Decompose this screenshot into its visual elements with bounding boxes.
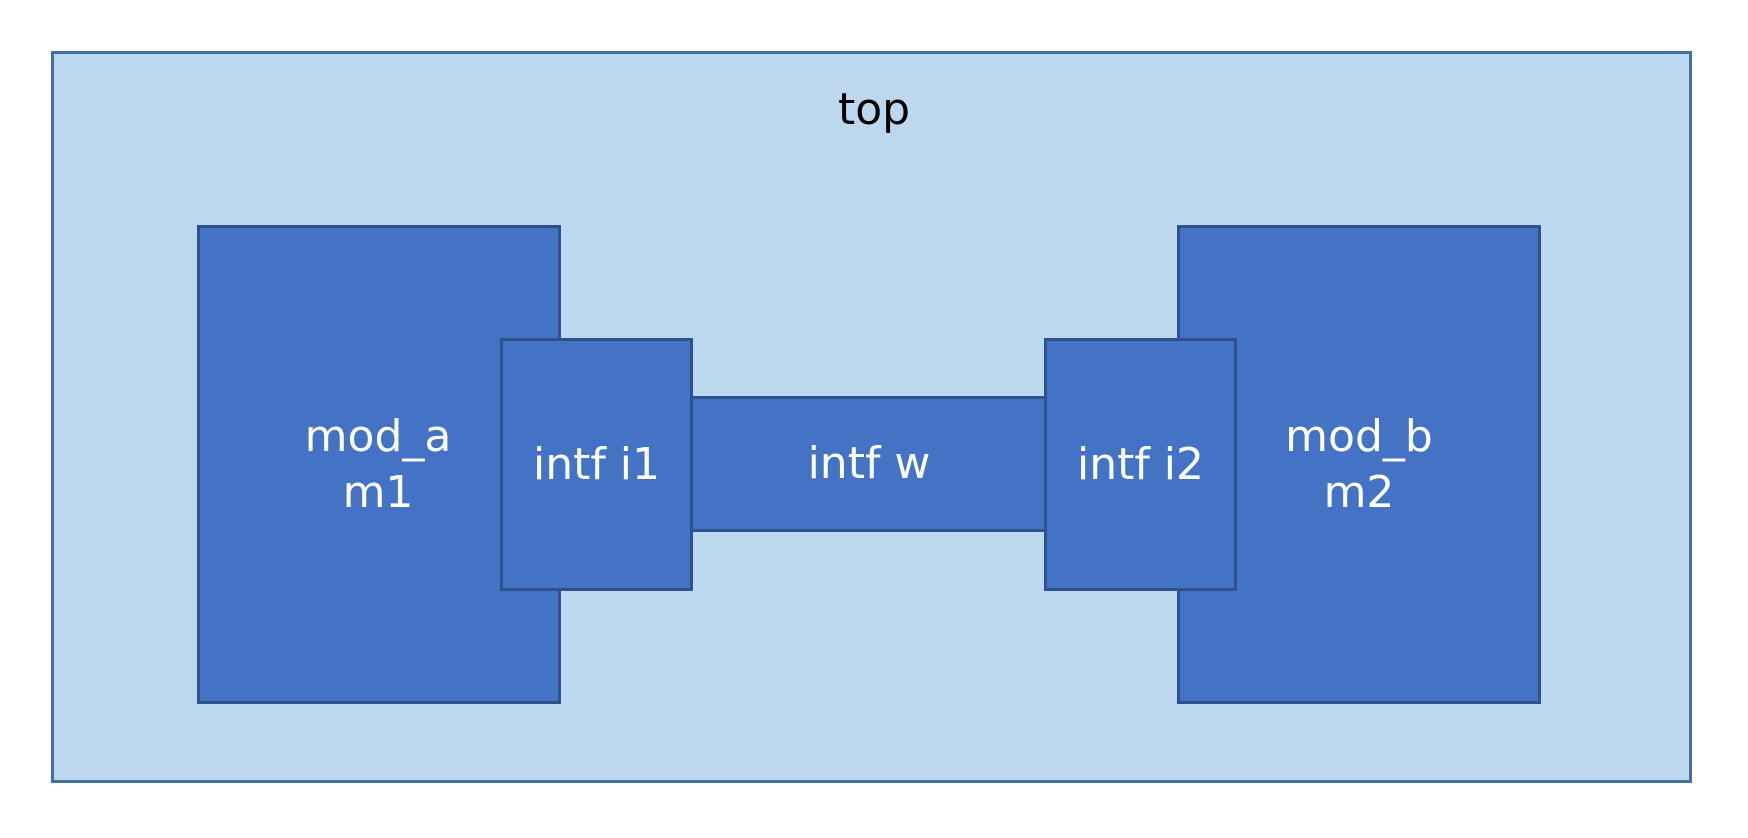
mod-a-block: mod_a m1 (197, 225, 561, 704)
intf-i2-block: intf i2 (1044, 338, 1237, 591)
mod-a-text: mod_a m1 (305, 409, 452, 521)
intf-w-label: intf w (807, 438, 931, 489)
intf-i1-block: intf i1 (500, 338, 693, 591)
intf-i1-label: intf i1 (532, 438, 661, 490)
intf-w-block: intf w (690, 396, 1048, 532)
mod-b-block: mod_b m2 (1177, 225, 1541, 704)
intf-i2-label: intf i2 (1076, 438, 1205, 490)
mod-b-type-label: mod_b (1285, 410, 1433, 462)
top-module-label: top (837, 84, 911, 135)
mod-a-type-label: mod_a (304, 410, 452, 462)
mod-a-instance-label: m1 (342, 466, 414, 518)
mod-b-text: mod_b m2 (1285, 409, 1433, 521)
mod-b-instance-label: m2 (1323, 466, 1395, 518)
